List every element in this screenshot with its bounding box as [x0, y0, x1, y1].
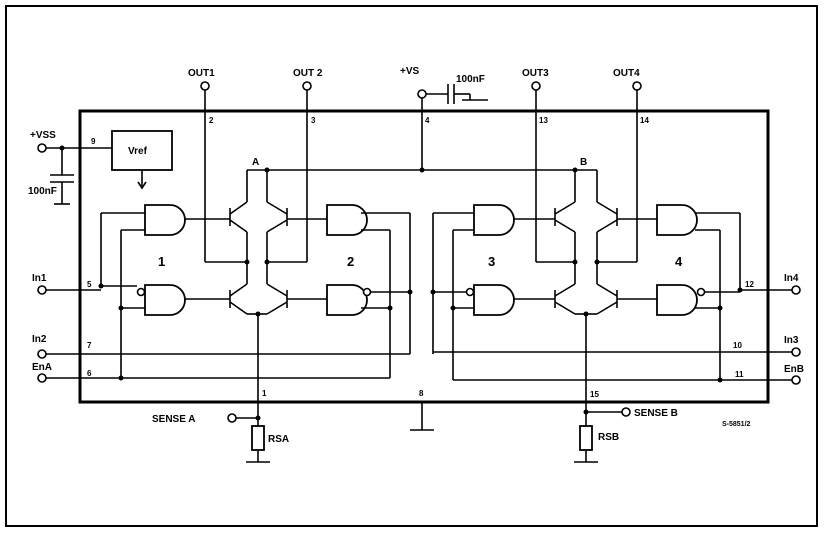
pin2-number: 2: [209, 116, 214, 125]
node-a-label: A: [252, 157, 259, 168]
out2-pin[interactable]: [302, 81, 312, 262]
node-b-label: B: [580, 157, 587, 168]
pin5-number: 5: [87, 280, 92, 289]
in4-pin[interactable]: [740, 285, 801, 295]
out3-pin[interactable]: [531, 81, 541, 262]
right-transistors: [554, 185, 618, 426]
in4-label: In4: [784, 273, 799, 284]
rsa-resistor: [246, 418, 270, 463]
gate-3-lower: [465, 284, 555, 316]
out3-label: OUT3: [522, 68, 549, 79]
vs-pin[interactable]: [417, 89, 448, 170]
pin4-number: 4: [425, 116, 430, 125]
in2-pin[interactable]: [37, 349, 410, 359]
ic-boundary: [78, 109, 770, 404]
channel-3-label: 3: [488, 254, 495, 269]
pin7-number: 7: [87, 341, 92, 350]
pin10-number: 10: [733, 341, 742, 350]
gnd-pin: [410, 402, 434, 431]
vs-label: +VS: [400, 66, 420, 77]
reference-code: S-5851/2: [722, 421, 751, 428]
pin13-number: 13: [539, 116, 548, 125]
gate-3-upper: [473, 204, 555, 236]
out1-pin[interactable]: [200, 81, 210, 262]
vss-pin[interactable]: [37, 143, 112, 153]
vref-block: [111, 130, 173, 190]
channel-4-label: 4: [675, 254, 683, 269]
gate-2-upper: [287, 204, 368, 236]
rsb-label: RSB: [598, 432, 619, 443]
gate-1-upper: [144, 204, 230, 236]
ena-pin[interactable]: [37, 373, 390, 383]
out1-label: OUT1: [188, 68, 215, 79]
gate-2-lower: [287, 284, 372, 316]
enb-pin[interactable]: [453, 375, 801, 385]
out2-label: OUT 2: [293, 68, 323, 79]
in1-pin[interactable]: [37, 285, 101, 295]
in2-label: In2: [32, 334, 47, 345]
rsa-label: RSA: [268, 434, 289, 445]
out4-label: OUT4: [613, 68, 640, 79]
vs-cap-label: 100nF: [456, 74, 485, 85]
pin9-number: 9: [91, 137, 96, 146]
pin8-number: 8: [419, 389, 424, 398]
pin1-number: 1: [262, 389, 267, 398]
channel-2-label: 2: [347, 254, 354, 269]
in1-label: In1: [32, 273, 47, 284]
sense-a-label: SENSE A: [152, 414, 196, 425]
out4-pin[interactable]: [632, 81, 642, 262]
pin11-number: 11: [735, 370, 744, 379]
gate-4-lower: [617, 284, 706, 316]
left-transistors: [229, 185, 288, 418]
pin12-number: 12: [745, 280, 754, 289]
enb-label: EnB: [784, 364, 804, 375]
vss-capacitor: [50, 148, 74, 205]
pin14-number: 14: [640, 116, 649, 125]
vref-label: Vref: [128, 146, 148, 157]
ena-label: EnA: [32, 362, 52, 373]
vss-cap-label: 100nF: [28, 186, 57, 197]
vss-label: +VSS: [30, 130, 56, 141]
sense-a-pin[interactable]: [227, 413, 258, 423]
channel-1-label: 1: [158, 254, 165, 269]
outer-frame: [5, 5, 818, 527]
gate-1-lower: [136, 284, 230, 316]
sense-b-label: SENSE B: [634, 408, 678, 419]
vs-capacitor: [447, 84, 488, 104]
pin15-number: 15: [590, 390, 599, 399]
in3-pin[interactable]: [433, 347, 801, 357]
rsb-resistor: [574, 425, 598, 463]
in3-label: In3: [784, 335, 799, 346]
pin6-number: 6: [87, 369, 92, 378]
sense-b-pin[interactable]: [586, 407, 631, 417]
gate-4-upper: [617, 204, 698, 236]
pin3-number: 3: [311, 116, 316, 125]
